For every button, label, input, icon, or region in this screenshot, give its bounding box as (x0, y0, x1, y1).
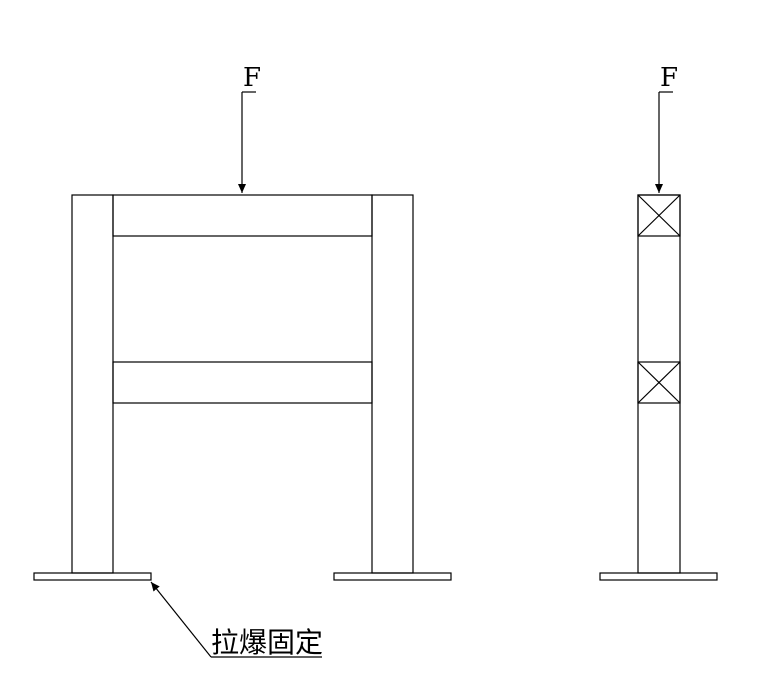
side-top-beam-section (637, 194, 681, 237)
left-column (71, 194, 114, 574)
right-base-plate (333, 572, 452, 581)
anchor-label: 拉爆固定 (211, 626, 323, 659)
side-column (637, 194, 681, 574)
side-load: F (655, 63, 678, 193)
side-base-plate (599, 572, 718, 581)
middle-beam (112, 361, 373, 404)
side-load-label: F (660, 63, 678, 93)
anchor-callout: 拉爆固定 (150, 581, 323, 659)
front-view: F 拉爆固定 (33, 63, 452, 659)
top-beam (112, 194, 373, 237)
side-middle-beam-section (637, 361, 681, 404)
anchor-leader-arrow (150, 581, 212, 658)
front-load-label: F (243, 63, 261, 93)
left-base-plate (33, 572, 152, 581)
right-column (371, 194, 414, 574)
front-load: F (238, 63, 261, 193)
side-view: F (599, 63, 718, 581)
